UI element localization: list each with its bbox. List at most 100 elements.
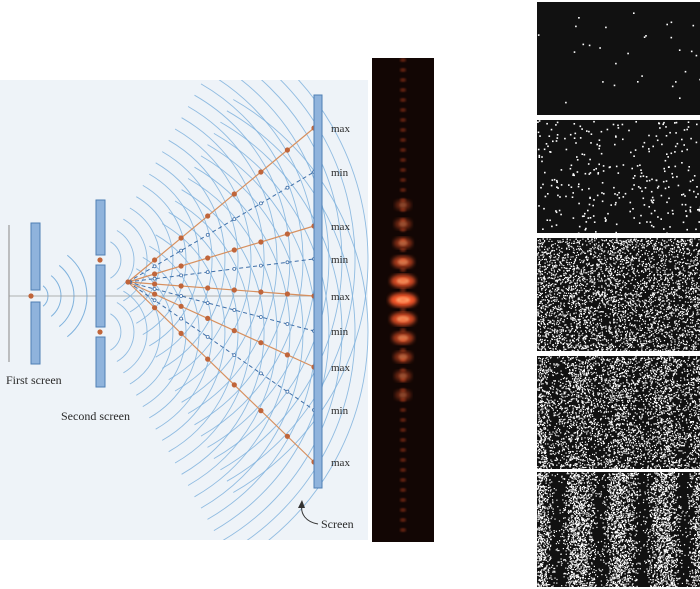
electron-hit: [654, 337, 656, 340]
electron-hit: [684, 270, 686, 272]
electron-hit: [669, 437, 671, 439]
electron-hit: [678, 246, 680, 248]
electron-hit: [578, 275, 580, 277]
electron-hit: [623, 341, 625, 343]
electron-hit: [543, 428, 545, 430]
electron-hit: [640, 283, 642, 285]
electron-hit: [565, 148, 568, 151]
electron-hit: [570, 345, 572, 348]
intersection-dot: [205, 213, 211, 219]
electron-hit: [599, 306, 602, 308]
electron-hit: [630, 404, 632, 406]
electron-hit: [606, 285, 609, 287]
electron-hit: [544, 460, 546, 462]
electron-hit: [579, 323, 581, 325]
electron-hit: [589, 322, 591, 324]
electron-hit: [572, 273, 574, 275]
electron-hit: [669, 325, 671, 327]
electron-hit: [632, 246, 634, 248]
electron-hit: [604, 379, 606, 382]
electron-hit: [592, 357, 594, 359]
electron-hit: [618, 310, 620, 313]
electron-hit: [567, 289, 569, 291]
electron-hit: [563, 270, 565, 272]
electron-hit: [693, 175, 696, 177]
electron-hit: [618, 249, 620, 252]
electron-hit: [541, 299, 543, 301]
electron-hit: [634, 239, 636, 241]
electron-hit: [576, 156, 578, 158]
electron-hit: [593, 120, 595, 123]
electron-hit: [641, 264, 643, 266]
electron-hit: [632, 297, 634, 299]
electron-hit: [625, 394, 627, 396]
electron-hit: [639, 164, 641, 166]
electron-hit: [688, 344, 690, 347]
electron-hit: [640, 340, 642, 342]
electron-hit: [649, 221, 652, 223]
electron-hit: [691, 362, 693, 364]
electron-hit: [653, 319, 655, 321]
electron-hit: [561, 311, 563, 313]
electron-hit: [605, 299, 607, 301]
electron-hit: [676, 142, 679, 145]
electron-hit: [598, 357, 600, 359]
electron-hit: [680, 240, 682, 242]
electron-hit: [684, 203, 687, 206]
electron-hit: [673, 297, 676, 299]
electron-hit: [585, 336, 587, 338]
electron-hit: [571, 242, 573, 244]
electron-hit: [697, 311, 699, 313]
electron-hit: [681, 297, 683, 299]
electron-hit: [587, 296, 589, 298]
electron-hit: [547, 438, 549, 440]
electron-hit: [556, 329, 558, 331]
electron-hit: [540, 331, 542, 333]
electron-hit: [682, 273, 684, 275]
electron-hit: [559, 331, 561, 333]
electron-hit: [662, 256, 664, 258]
lower-slit-wavefront: [129, 279, 161, 385]
electron-hit: [616, 340, 618, 342]
electron-hit: [693, 441, 695, 443]
electron-hit: [564, 315, 566, 318]
electron-hit: [545, 284, 547, 287]
electron-hit: [555, 210, 557, 212]
electron-hit: [632, 294, 634, 296]
electron-hit: [618, 329, 620, 331]
electron-hit: [618, 273, 620, 275]
electron-hit: [663, 264, 665, 266]
electron-hit: [572, 299, 574, 301]
electron-hit: [583, 401, 585, 403]
electron-hit: [539, 340, 541, 342]
electron-hit: [538, 344, 540, 346]
electron-hit: [571, 301, 573, 304]
electron-hit: [630, 264, 632, 266]
electron-hit: [610, 421, 612, 423]
electron-hit: [608, 367, 610, 369]
electron-hit: [630, 293, 632, 295]
electron-hit: [585, 221, 588, 223]
electron-hit: [648, 150, 650, 153]
electron-hit: [682, 343, 684, 345]
electron-hit: [543, 207, 545, 210]
electron-hit: [561, 308, 563, 310]
electron-hit: [695, 141, 698, 144]
electron-hit: [571, 349, 573, 351]
electron-hit: [655, 431, 657, 433]
electron-hit: [681, 150, 683, 153]
electron-hit: [631, 241, 633, 243]
electron-hit: [663, 286, 665, 288]
electron-hit: [656, 271, 658, 273]
electron-hit: [572, 328, 574, 330]
electron-hit: [609, 313, 611, 315]
electron-hit: [653, 292, 655, 294]
electron-hit: [683, 267, 685, 269]
electron-hit: [617, 250, 619, 253]
electron-hit: [690, 289, 692, 291]
intersection-dot: [284, 352, 290, 358]
electron-hit: [666, 232, 668, 235]
electron-hit: [547, 443, 549, 445]
electron-hit: [543, 319, 545, 322]
